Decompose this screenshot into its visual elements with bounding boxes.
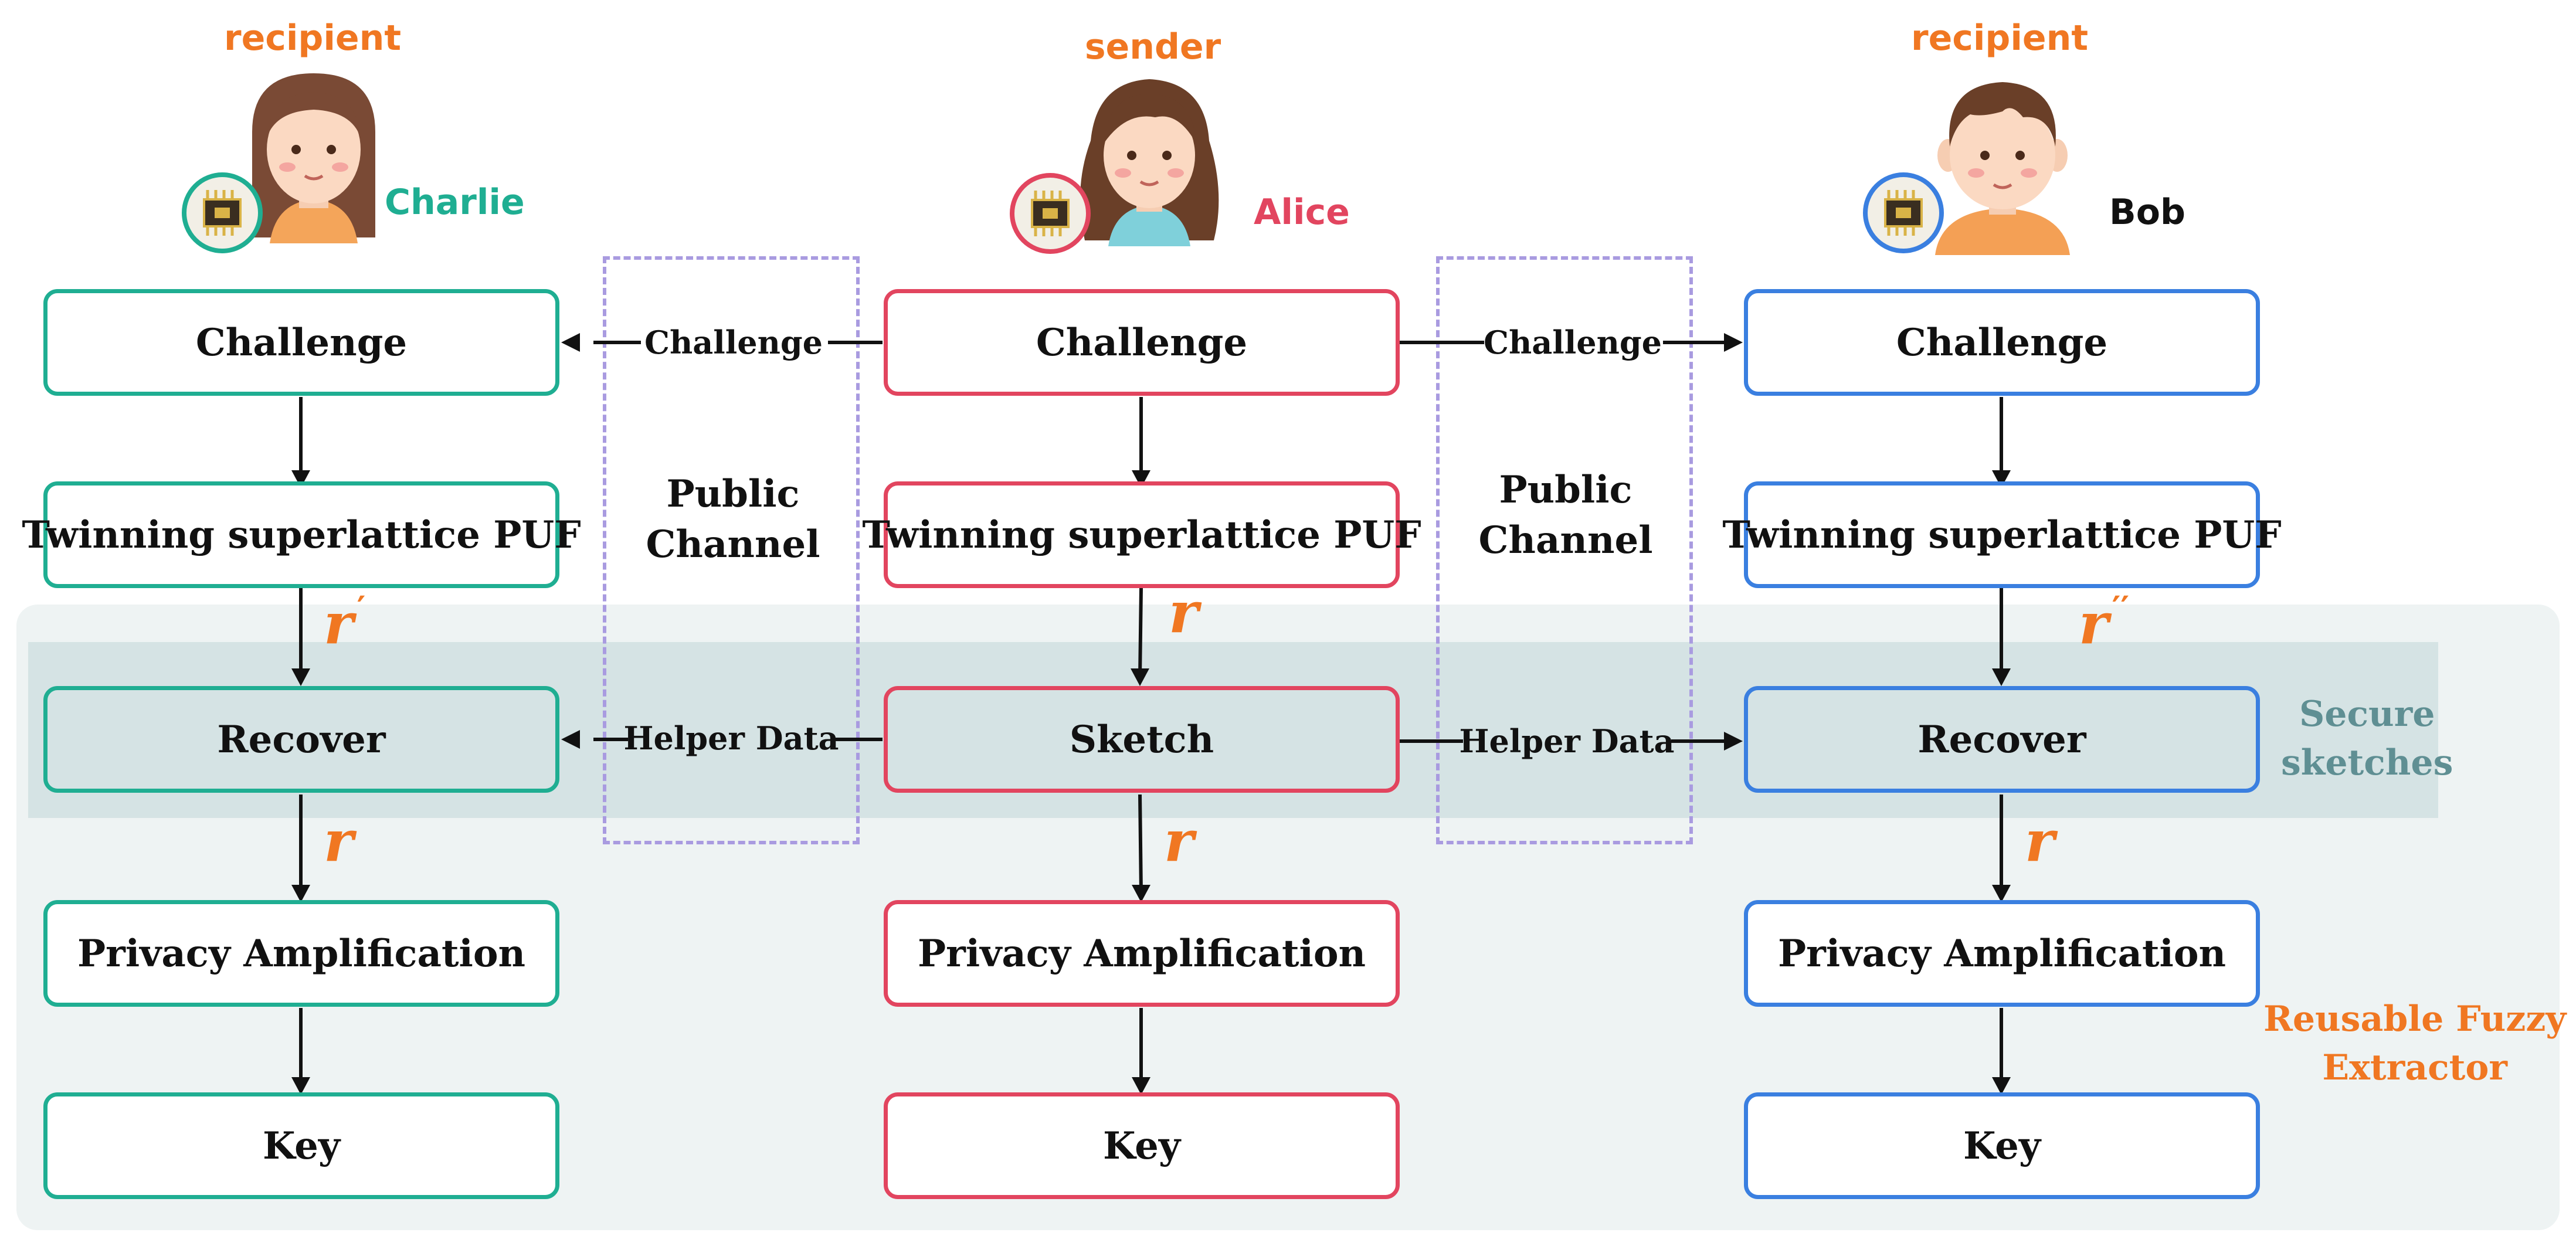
- right-public-channel-label: Public Channel: [1478, 465, 1652, 566]
- bob-role-label: recipient: [1910, 18, 2089, 59]
- left-challenge-label: Challenge: [644, 324, 823, 361]
- alice-sketch-box: Sketch: [884, 686, 1400, 793]
- alice-r-label-after-sketch: r: [1164, 808, 1194, 874]
- fuzzy-extractor-line1: Reusable Fuzzy: [2263, 999, 2567, 1040]
- public-channel-left: [603, 256, 860, 844]
- arrow-alice-puf-to-sketch: [1138, 588, 1143, 678]
- bob-puf-box: Twinning superlattice PUF: [1722, 481, 2282, 588]
- alice-role-label: sender: [1084, 26, 1221, 67]
- secure-sketches-line1: Secure: [2299, 694, 2435, 735]
- charlie-key-box: Key: [43, 1092, 559, 1199]
- secure-sketches-line2: sketches: [2281, 742, 2453, 783]
- alice-r-label-after-puf: r: [1169, 579, 1199, 646]
- girl-avatar-icon: [252, 73, 375, 243]
- left-public-channel-label: Public Channel: [646, 469, 820, 571]
- charlie-r-prime-label: r′: [324, 589, 366, 657]
- bob-r-double-prime-label: r′′: [2079, 589, 2130, 657]
- right-channel-line1: Public: [1499, 468, 1633, 512]
- charlie-challenge-box: Challenge: [43, 289, 559, 396]
- right-channel-line2: Channel: [1478, 518, 1653, 563]
- left-channel-line2: Channel: [646, 522, 820, 567]
- chip-icon: [1863, 172, 1944, 253]
- right-helper-data-label: Helper Data: [1459, 722, 1675, 760]
- left-channel-line1: Public: [666, 472, 800, 516]
- reusable-fuzzy-extractor-label: Reusable Fuzzy Extractor: [2263, 995, 2566, 1092]
- charlie-r-label: r: [324, 808, 354, 874]
- alice-challenge-box: Challenge: [884, 289, 1400, 396]
- chip-icon: [1010, 173, 1091, 254]
- alice-privacy-amplification-box: Privacy Amplification: [884, 900, 1400, 1007]
- bob-challenge-box: Challenge: [1744, 289, 2260, 396]
- fuzzy-extractor-line2: Extractor: [2322, 1047, 2507, 1088]
- charlie-role-label: recipient: [223, 18, 402, 59]
- chip-icon: [182, 172, 263, 253]
- alice-puf-box: Twinning superlattice PUF: [862, 481, 1421, 588]
- bob-r-label: r: [2025, 808, 2055, 874]
- arrow-alice-sketch-to-privacy: [1138, 794, 1143, 894]
- bob-name: Bob: [2109, 192, 2185, 233]
- bob-key-box: Key: [1744, 1092, 2260, 1199]
- public-channel-right: [1436, 256, 1693, 844]
- bob-privacy-amplification-box: Privacy Amplification: [1744, 900, 2260, 1007]
- charlie-name: Charlie: [385, 182, 525, 223]
- alice-key-box: Key: [884, 1092, 1400, 1199]
- left-helper-data-label: Helper Data: [623, 719, 839, 757]
- long-hair-girl-avatar-icon: [1080, 79, 1219, 246]
- charlie-puf-box: Twinning superlattice PUF: [22, 481, 581, 588]
- alice-name: Alice: [1254, 192, 1350, 233]
- bob-recover-box: Recover: [1744, 686, 2260, 793]
- charlie-recover-box: Recover: [43, 686, 559, 793]
- secure-sketches-label: Secure sketches: [2281, 690, 2453, 787]
- boy-avatar-icon: [1935, 82, 2070, 255]
- charlie-privacy-amplification-box: Privacy Amplification: [43, 900, 559, 1007]
- right-challenge-label: Challenge: [1484, 324, 1662, 361]
